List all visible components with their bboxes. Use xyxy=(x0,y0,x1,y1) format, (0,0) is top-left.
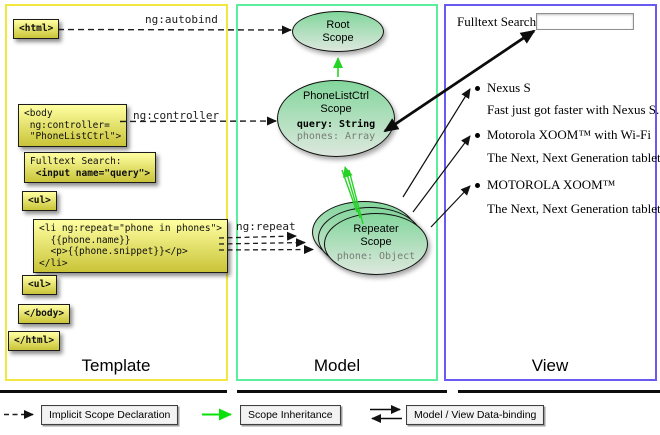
query-property: query: String xyxy=(296,119,376,130)
ul-open-tag-box: <ul> xyxy=(22,191,57,211)
separator-line xyxy=(237,390,447,393)
bullet-dot xyxy=(475,133,480,138)
phone-item-desc: The Next, Next Generation tablet. xyxy=(487,150,660,165)
root-scope-title: Root Scope xyxy=(322,19,354,44)
html-close-tag-box: </html> xyxy=(8,331,61,351)
phone-item-desc: Fast just got faster with Nexus S. xyxy=(487,102,660,117)
separator-line xyxy=(0,390,227,393)
ng-autobind-label: ng:autobind xyxy=(145,13,218,26)
phonelistctrl-scope-title: PhoneListCtrl Scope xyxy=(302,90,370,115)
input-tag-code: <input name="query"> xyxy=(30,167,151,179)
ul-close-tag-box: <ul> xyxy=(22,275,57,295)
fulltext-search-label: Fulltext Search: xyxy=(457,14,540,29)
bullet-dot xyxy=(475,86,480,91)
fulltext-label-code: Fulltext Search: xyxy=(30,156,122,167)
repeater-scope-title: Repeater Scope xyxy=(353,223,399,248)
model-caption: Model xyxy=(313,356,361,375)
phone-item-title: MOTOROLA XOOM™ xyxy=(487,177,616,192)
phone-property: phone: Object xyxy=(336,251,416,262)
root-scope-ellipse: Root Scope xyxy=(292,11,384,52)
legend-implicit-scope-declaration: Implicit Scope Declaration xyxy=(41,405,179,425)
view-caption: View xyxy=(531,356,569,375)
body-close-tag-box: </body> xyxy=(18,304,71,324)
legend-scope-inheritance: Scope Inheritance xyxy=(240,405,341,425)
template-caption: Template xyxy=(81,356,151,375)
search-input[interactable] xyxy=(536,13,634,30)
model-panel xyxy=(236,4,438,381)
phonelistctrl-scope-ellipse: PhoneListCtrl Scope query: String phones… xyxy=(277,80,395,157)
bullet-dot xyxy=(475,183,480,188)
ng-repeat-label: ng:repeat xyxy=(236,220,296,233)
body-open-tag-box: <body ng:controller= "PhoneListCtrl"> xyxy=(18,104,128,147)
ng-controller-label: ng:controller xyxy=(133,109,220,122)
phone-item-title: Motorola XOOM™ with Wi-Fi xyxy=(487,127,652,142)
phone-item-desc: The Next, Next Generation tablet. xyxy=(487,201,660,216)
html-open-tag-box: <html> xyxy=(13,19,60,39)
repeater-scope-ellipse-front: Repeater Scope phone: Object xyxy=(324,213,428,275)
phone-item-title: Nexus S xyxy=(487,80,531,95)
fulltext-search-code-box: Fulltext Search: <input name="query"> xyxy=(24,152,157,183)
separator-line xyxy=(458,390,660,393)
phones-property: phones: Array xyxy=(296,131,376,142)
li-repeat-code-box: <li ng:repeat="phone in phones"> {{phone… xyxy=(33,219,229,273)
legend-model-view-data-binding: Model / View Data-binding xyxy=(406,405,545,425)
